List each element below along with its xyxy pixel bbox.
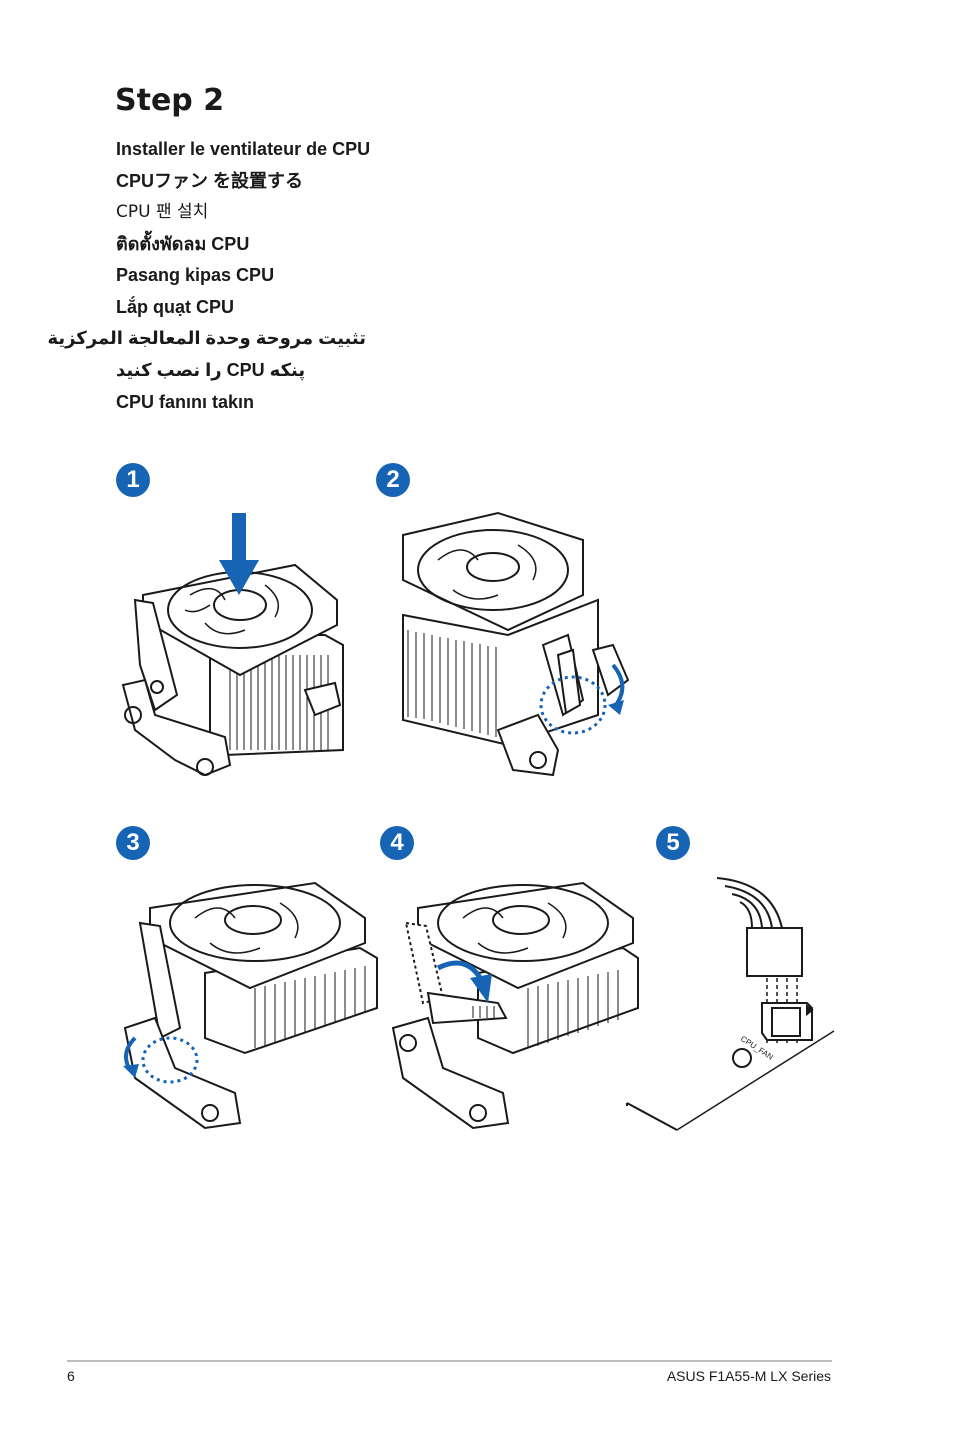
instruction-ar: تثبيت مروحة وحدة المعالجة المركزية <box>47 328 366 348</box>
page-title: Step 2 <box>115 83 225 118</box>
illustration-step-1 <box>121 513 344 777</box>
instruction-fa: پنکه CPU را نصب کنید <box>116 359 306 380</box>
illustration-step-3 <box>123 881 378 1130</box>
step-badge-4: 4 <box>380 826 414 860</box>
step-badge-1: 1 <box>116 463 150 497</box>
footer-divider <box>67 1360 832 1362</box>
illustration-step-2 <box>402 511 630 777</box>
illustration-step-5: CPU_FAN <box>626 877 835 1131</box>
step-badge-5: 5 <box>656 826 690 860</box>
instruction-list: Installer le ventilateur de CPU CPUファン を… <box>47 138 416 422</box>
instruction-th: ติดตั้งพัดลม CPU <box>116 233 250 254</box>
instruction-id: Pasang kipas CPU <box>116 265 275 285</box>
instruction-ko: CPU 팬 설치 <box>116 202 209 222</box>
step-badge-2: 2 <box>376 463 410 497</box>
footer-title: ASUS F1A55-M LX Series <box>666 1368 831 1384</box>
illustration-step-4 <box>391 881 639 1130</box>
instruction-tr: CPU fanını takın <box>116 391 255 412</box>
step-badge-3: 3 <box>116 826 150 860</box>
page-number: 6 <box>67 1368 75 1384</box>
instruction-ja: CPUファン を設置する <box>116 170 304 191</box>
instruction-vi: Lắp quạt CPU <box>116 296 235 317</box>
instruction-fr: Installer le ventilateur de CPU <box>116 139 371 159</box>
